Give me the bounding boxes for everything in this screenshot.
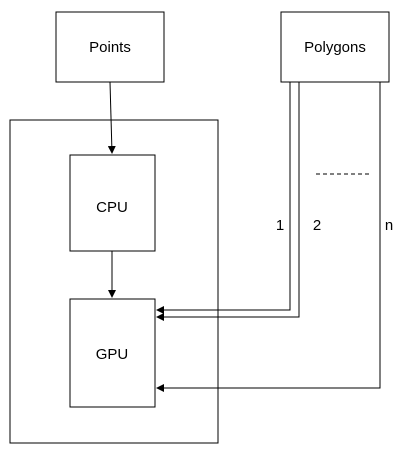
edge-label-1: 1 [276,217,284,234]
edge-label-2: 2 [313,217,321,234]
polygons-label: Polygons [304,39,366,56]
polygons-to-gpu-arrow-1 [156,82,291,314]
polygons-box [280,11,390,83]
polygons-node: Polygons [280,11,390,83]
polygons-to-gpu-arrow-n [156,82,381,392]
polygons-to-gpu-arrow-2 [156,82,300,321]
cpu-node: CPU [69,154,156,252]
points-node: Points [55,11,165,83]
cpu-label: CPU [96,199,128,216]
cpu-box [69,154,156,252]
device-frame [9,119,219,444]
gpu-box [69,298,156,408]
gpu-node: GPU [69,298,156,408]
points-to-cpu-arrow [107,81,116,154]
edge-label-n: n [385,217,393,234]
gpu-label: GPU [96,346,129,363]
points-label: Points [89,39,131,56]
